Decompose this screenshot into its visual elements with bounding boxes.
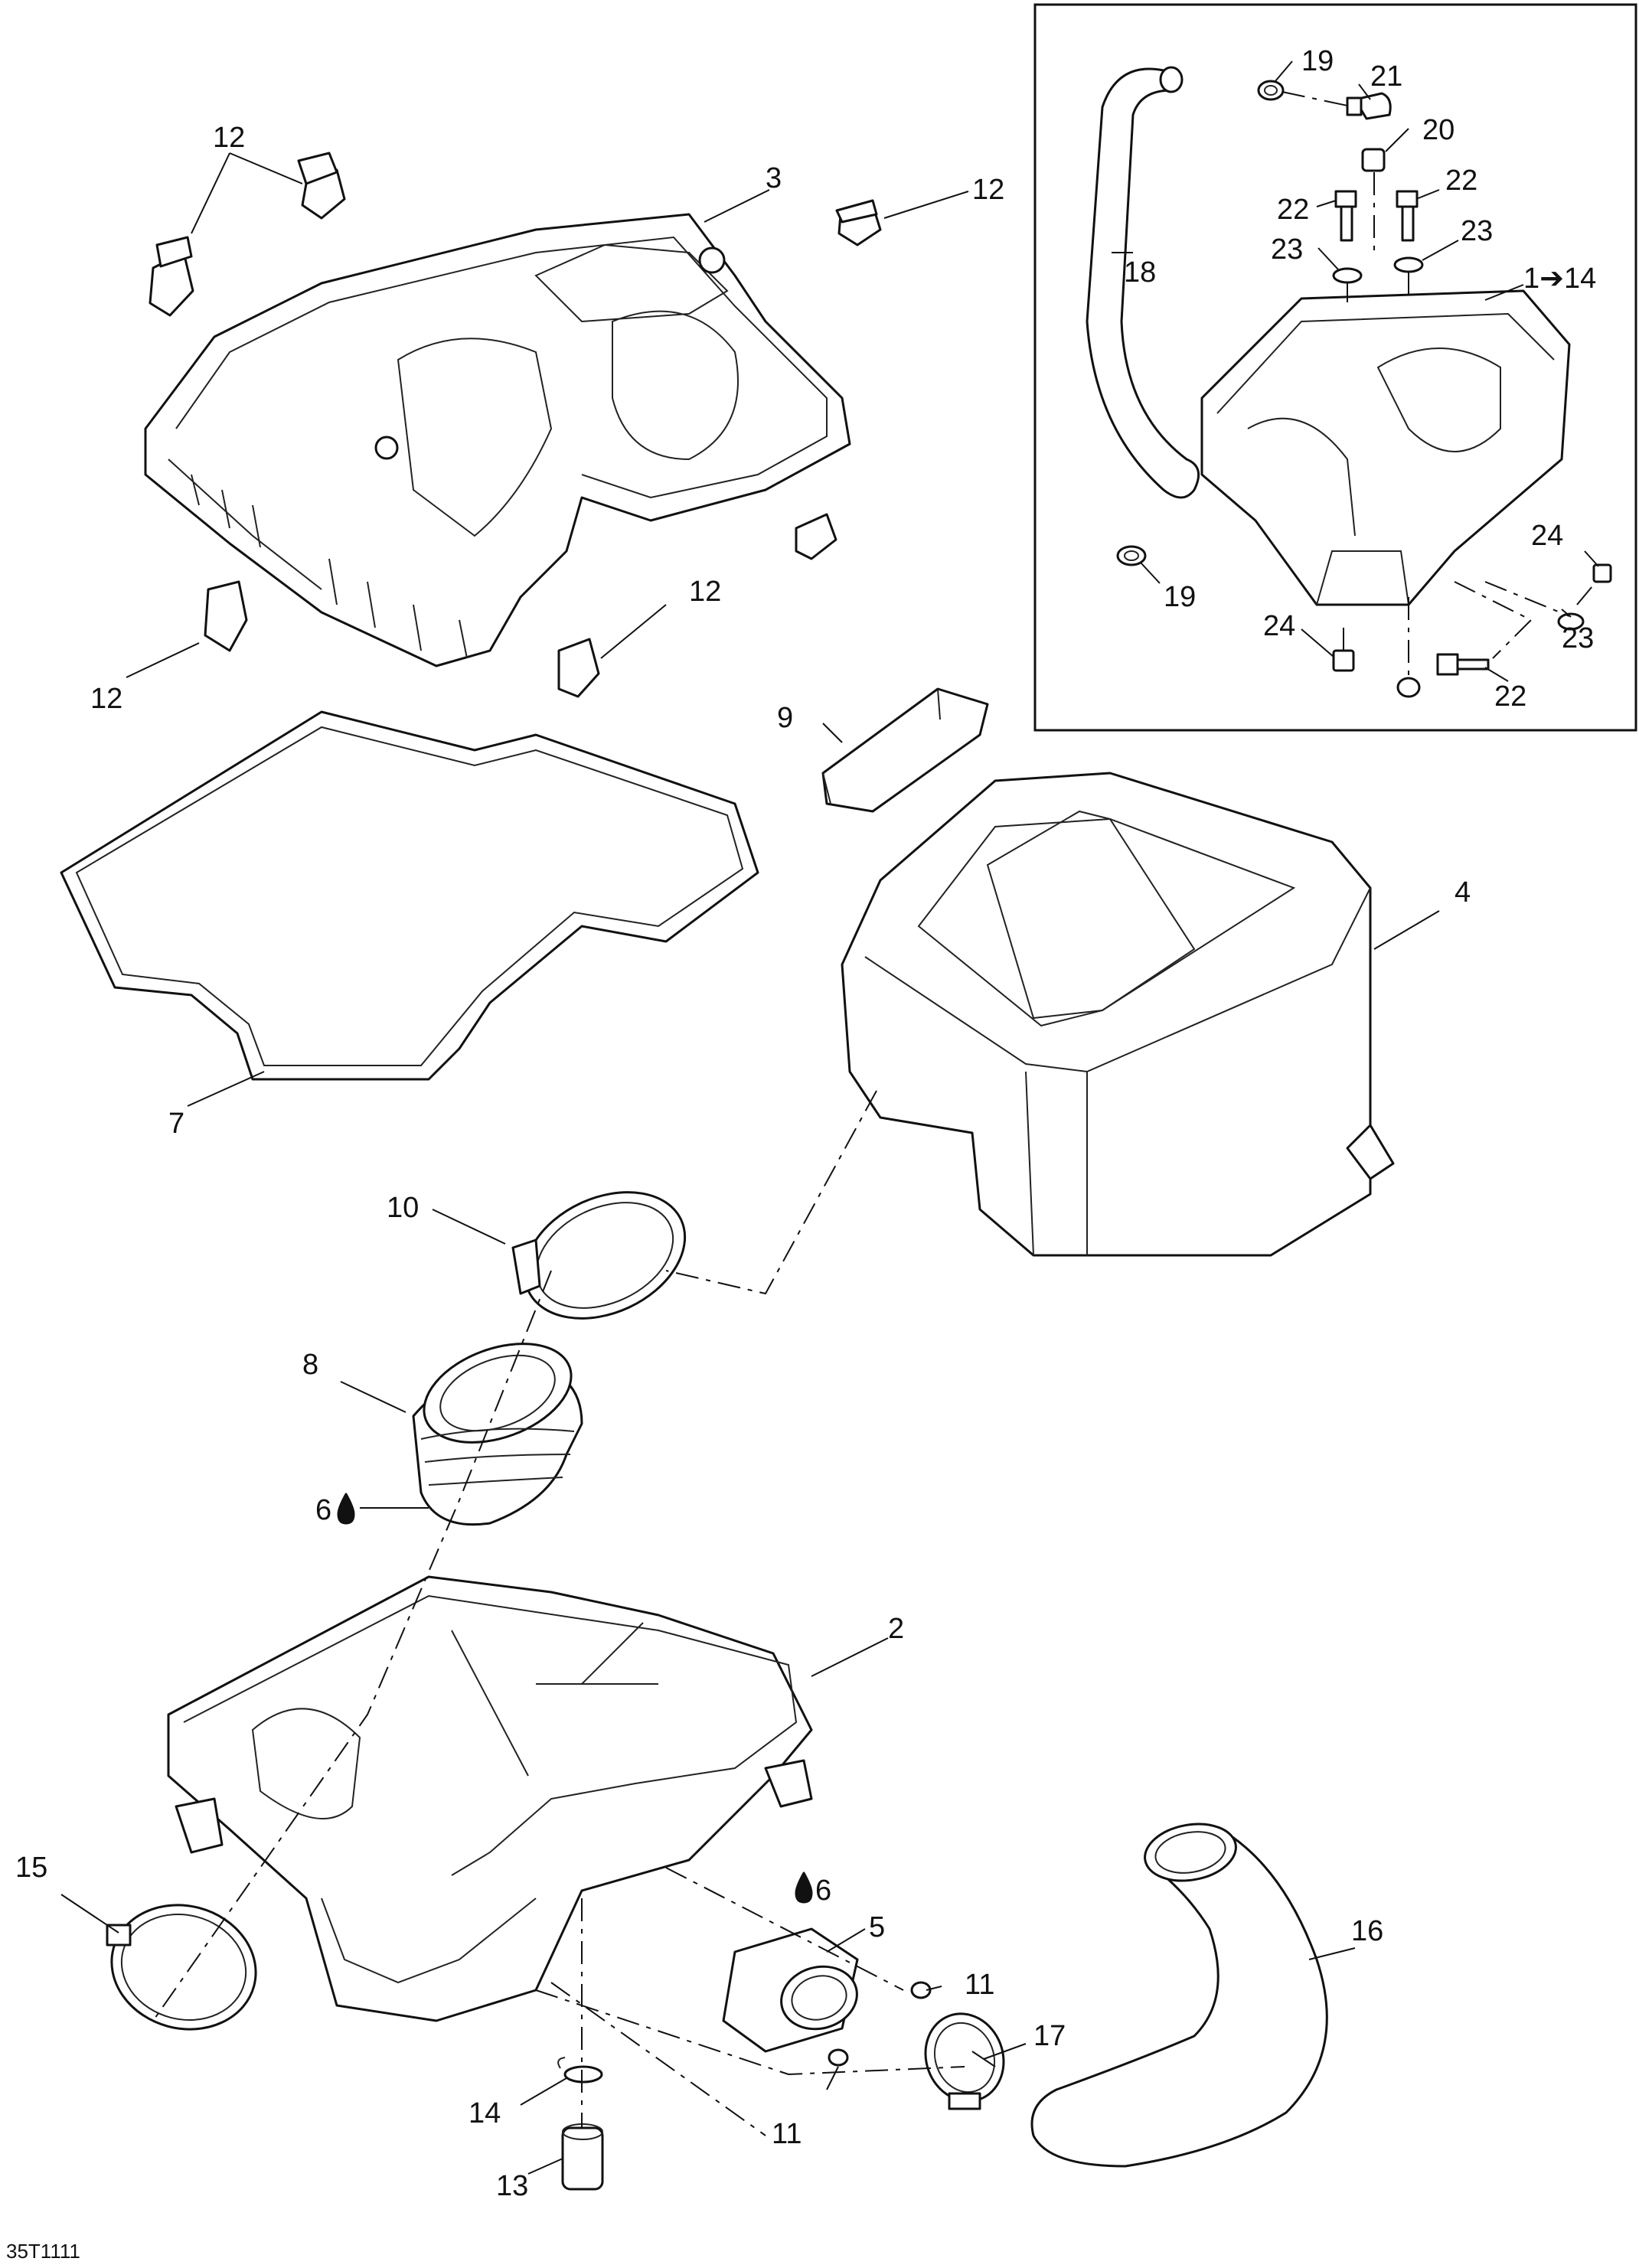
seal-part-7 (60, 710, 759, 1081)
callout-12-a: 12 (213, 122, 245, 154)
filter-housing-part-4 (841, 772, 1395, 1257)
callout-18: 18 (1124, 256, 1156, 289)
filter-part-9 (821, 687, 989, 813)
callout-7: 7 (168, 1108, 184, 1140)
drop-icon (337, 1493, 355, 1525)
callout-24-right: 24 (1531, 520, 1563, 552)
airbox-assembly-inset (1200, 289, 1571, 606)
airbox-base-part-2 (167, 1575, 813, 2022)
callout-11-b: 11 (772, 2118, 802, 2150)
callout-6-a: 6 (315, 1494, 331, 1526)
clip-part-12-b (149, 236, 194, 317)
hose-part-18 (1086, 67, 1200, 499)
drain-part-13 (561, 2123, 604, 2191)
washer-part-23-right (1393, 256, 1424, 273)
callout-5: 5 (869, 1911, 885, 1943)
clamp-part-10 (511, 1191, 687, 1320)
bolt-part-22-right (1396, 190, 1419, 242)
washer-part-23-lower (1557, 612, 1585, 631)
drop-icon (795, 1872, 813, 1904)
clip-part-14 (557, 2057, 603, 2084)
clip-part-12-f (557, 638, 600, 698)
grommet-part-20 (1361, 148, 1386, 172)
callout-19-bottom: 19 (1164, 581, 1196, 613)
callout-10: 10 (387, 1192, 419, 1224)
flange-part-5 (722, 1927, 859, 2053)
callout-11-a: 11 (965, 1969, 994, 2001)
callout-13: 13 (496, 2170, 528, 2202)
callout-23-left: 23 (1271, 233, 1303, 266)
callout-22-left: 22 (1277, 194, 1309, 226)
callout-12-d: 12 (90, 683, 122, 715)
callout-6-b: 6 (815, 1875, 831, 1907)
nut-part-24-left (1332, 649, 1355, 672)
callout-21: 21 (1370, 60, 1402, 93)
hose-part-16 (1030, 1823, 1328, 2168)
callout-22-right: 22 (1445, 165, 1477, 197)
nut-part-24-right (1592, 563, 1612, 583)
callout-8: 8 (302, 1349, 318, 1381)
clamp-part-15 (106, 1904, 257, 2031)
clip-part-12-a (297, 152, 346, 220)
callout-23-right: 23 (1461, 215, 1493, 247)
clamp-part-19-bottom (1116, 545, 1147, 566)
callout-24-left: 24 (1263, 610, 1295, 642)
callout-16: 16 (1351, 1915, 1383, 1947)
callout-2: 2 (888, 1613, 904, 1645)
callout-3: 3 (766, 162, 782, 194)
nut-part-24-lower (1396, 677, 1421, 698)
grommet-part-11-bottom (828, 2048, 849, 2067)
clip-part-12-e (204, 580, 248, 652)
fitting-part-21 (1346, 92, 1392, 120)
washer-part-23-left (1332, 267, 1363, 284)
clamp-part-17 (924, 2012, 1005, 2110)
callout-4: 4 (1455, 876, 1471, 909)
inset-frame (1033, 3, 1637, 732)
clamp-part-19-top (1257, 80, 1285, 101)
clip-part-12-c (835, 199, 882, 246)
callout-19-top: 19 (1301, 45, 1334, 77)
callout-9: 9 (777, 702, 793, 734)
grommet-part-11-top (910, 1981, 932, 1999)
callout-1-14: 1➔14 (1523, 263, 1596, 295)
callout-12-c: 12 (689, 576, 721, 608)
bolt-part-22-lower (1436, 653, 1490, 676)
callout-14: 14 (469, 2097, 501, 2129)
hose-end-18 (1159, 66, 1184, 93)
callout-15: 15 (15, 1852, 47, 1884)
callout-22-lower: 22 (1494, 680, 1526, 713)
airbox-cover-part-3 (144, 213, 851, 667)
callout-17: 17 (1033, 2020, 1066, 2052)
clip-part-12-d (795, 513, 837, 560)
callout-23-lower: 23 (1562, 622, 1594, 654)
callout-20: 20 (1422, 114, 1455, 146)
diagram-code: 35T1111 (6, 2240, 80, 2263)
boot-part-8 (412, 1343, 583, 1526)
callout-12-b: 12 (972, 174, 1004, 206)
bolt-part-22-left (1334, 190, 1357, 242)
